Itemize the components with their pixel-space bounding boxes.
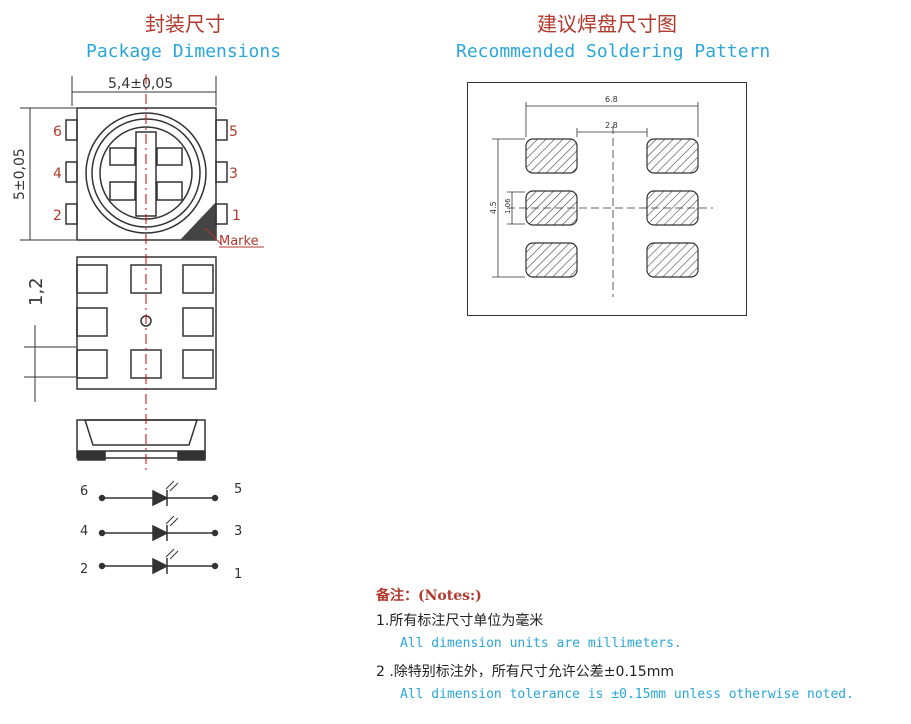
lens-outer	[85, 112, 207, 234]
diode-schematic: 6 5 4 3 2 1	[80, 480, 242, 582]
width-dimension: 5,4±0,05	[108, 76, 173, 92]
pattern-gap-dim: 2.8	[605, 121, 618, 130]
pattern-pad-dim: 1.06	[504, 198, 512, 214]
pad-4	[65, 161, 78, 183]
pin-label-6: 6	[53, 124, 62, 140]
solder-title-en: Recommended Soldering Pattern	[456, 41, 771, 62]
schematic-pin-3: 3	[234, 524, 242, 539]
schematic-pin-5: 5	[234, 482, 242, 497]
pin-label-2: 2	[53, 208, 62, 224]
solder-pad	[525, 242, 578, 278]
pin-label-3: 3	[229, 166, 238, 182]
pad-3	[215, 161, 228, 183]
pattern-width-dim: 6.8	[605, 95, 618, 104]
pin-label-4: 4	[53, 166, 62, 182]
soldering-pattern: 6.8 2.8 4.5 1.06	[467, 82, 747, 316]
pin-label-5: 5	[229, 124, 238, 140]
package-title-en: Package Dimensions	[86, 41, 282, 62]
note-2-cn: 2 .除特别标注外，所有尺寸允许公差±0.15mm	[376, 664, 674, 680]
solder-pad	[525, 138, 578, 174]
pad-6	[65, 119, 78, 141]
solder-pad	[646, 138, 699, 174]
schematic-pin-4: 4	[80, 524, 88, 539]
schematic-pin-6: 6	[80, 484, 88, 499]
solder-title-cn: 建议焊盘尺寸图	[537, 12, 677, 36]
pattern-height-dim: 4.5	[489, 201, 498, 214]
side-view	[76, 419, 206, 461]
pad-1	[215, 203, 228, 225]
note-1-cn: 1.所有标注尺寸单位为毫米	[376, 613, 544, 629]
pad-2	[65, 203, 78, 225]
note-2-en: All dimension tolerance is ±0.15mm unles…	[400, 687, 854, 702]
schematic-pin-2: 2	[80, 562, 88, 577]
thickness-dimension: 1,2	[26, 277, 47, 306]
note-1-en: All dimension units are millimeters.	[400, 636, 682, 651]
pad-5	[215, 119, 228, 141]
schematic-pin-1: 1	[234, 567, 242, 582]
notes-title: 备注：(Notes:)	[376, 588, 482, 604]
marker-label: Marke	[219, 234, 259, 249]
lead-frame	[109, 147, 183, 201]
pin-label-1: 1	[232, 208, 241, 224]
package-title-cn: 封装尺寸	[145, 12, 225, 36]
solder-pad	[646, 242, 699, 278]
height-dimension: 5±0,05	[12, 148, 28, 200]
package-drawing: 5,4±0,05 5±0,05 6 5 4 3 2 1 Marke 1,2	[12, 74, 264, 470]
